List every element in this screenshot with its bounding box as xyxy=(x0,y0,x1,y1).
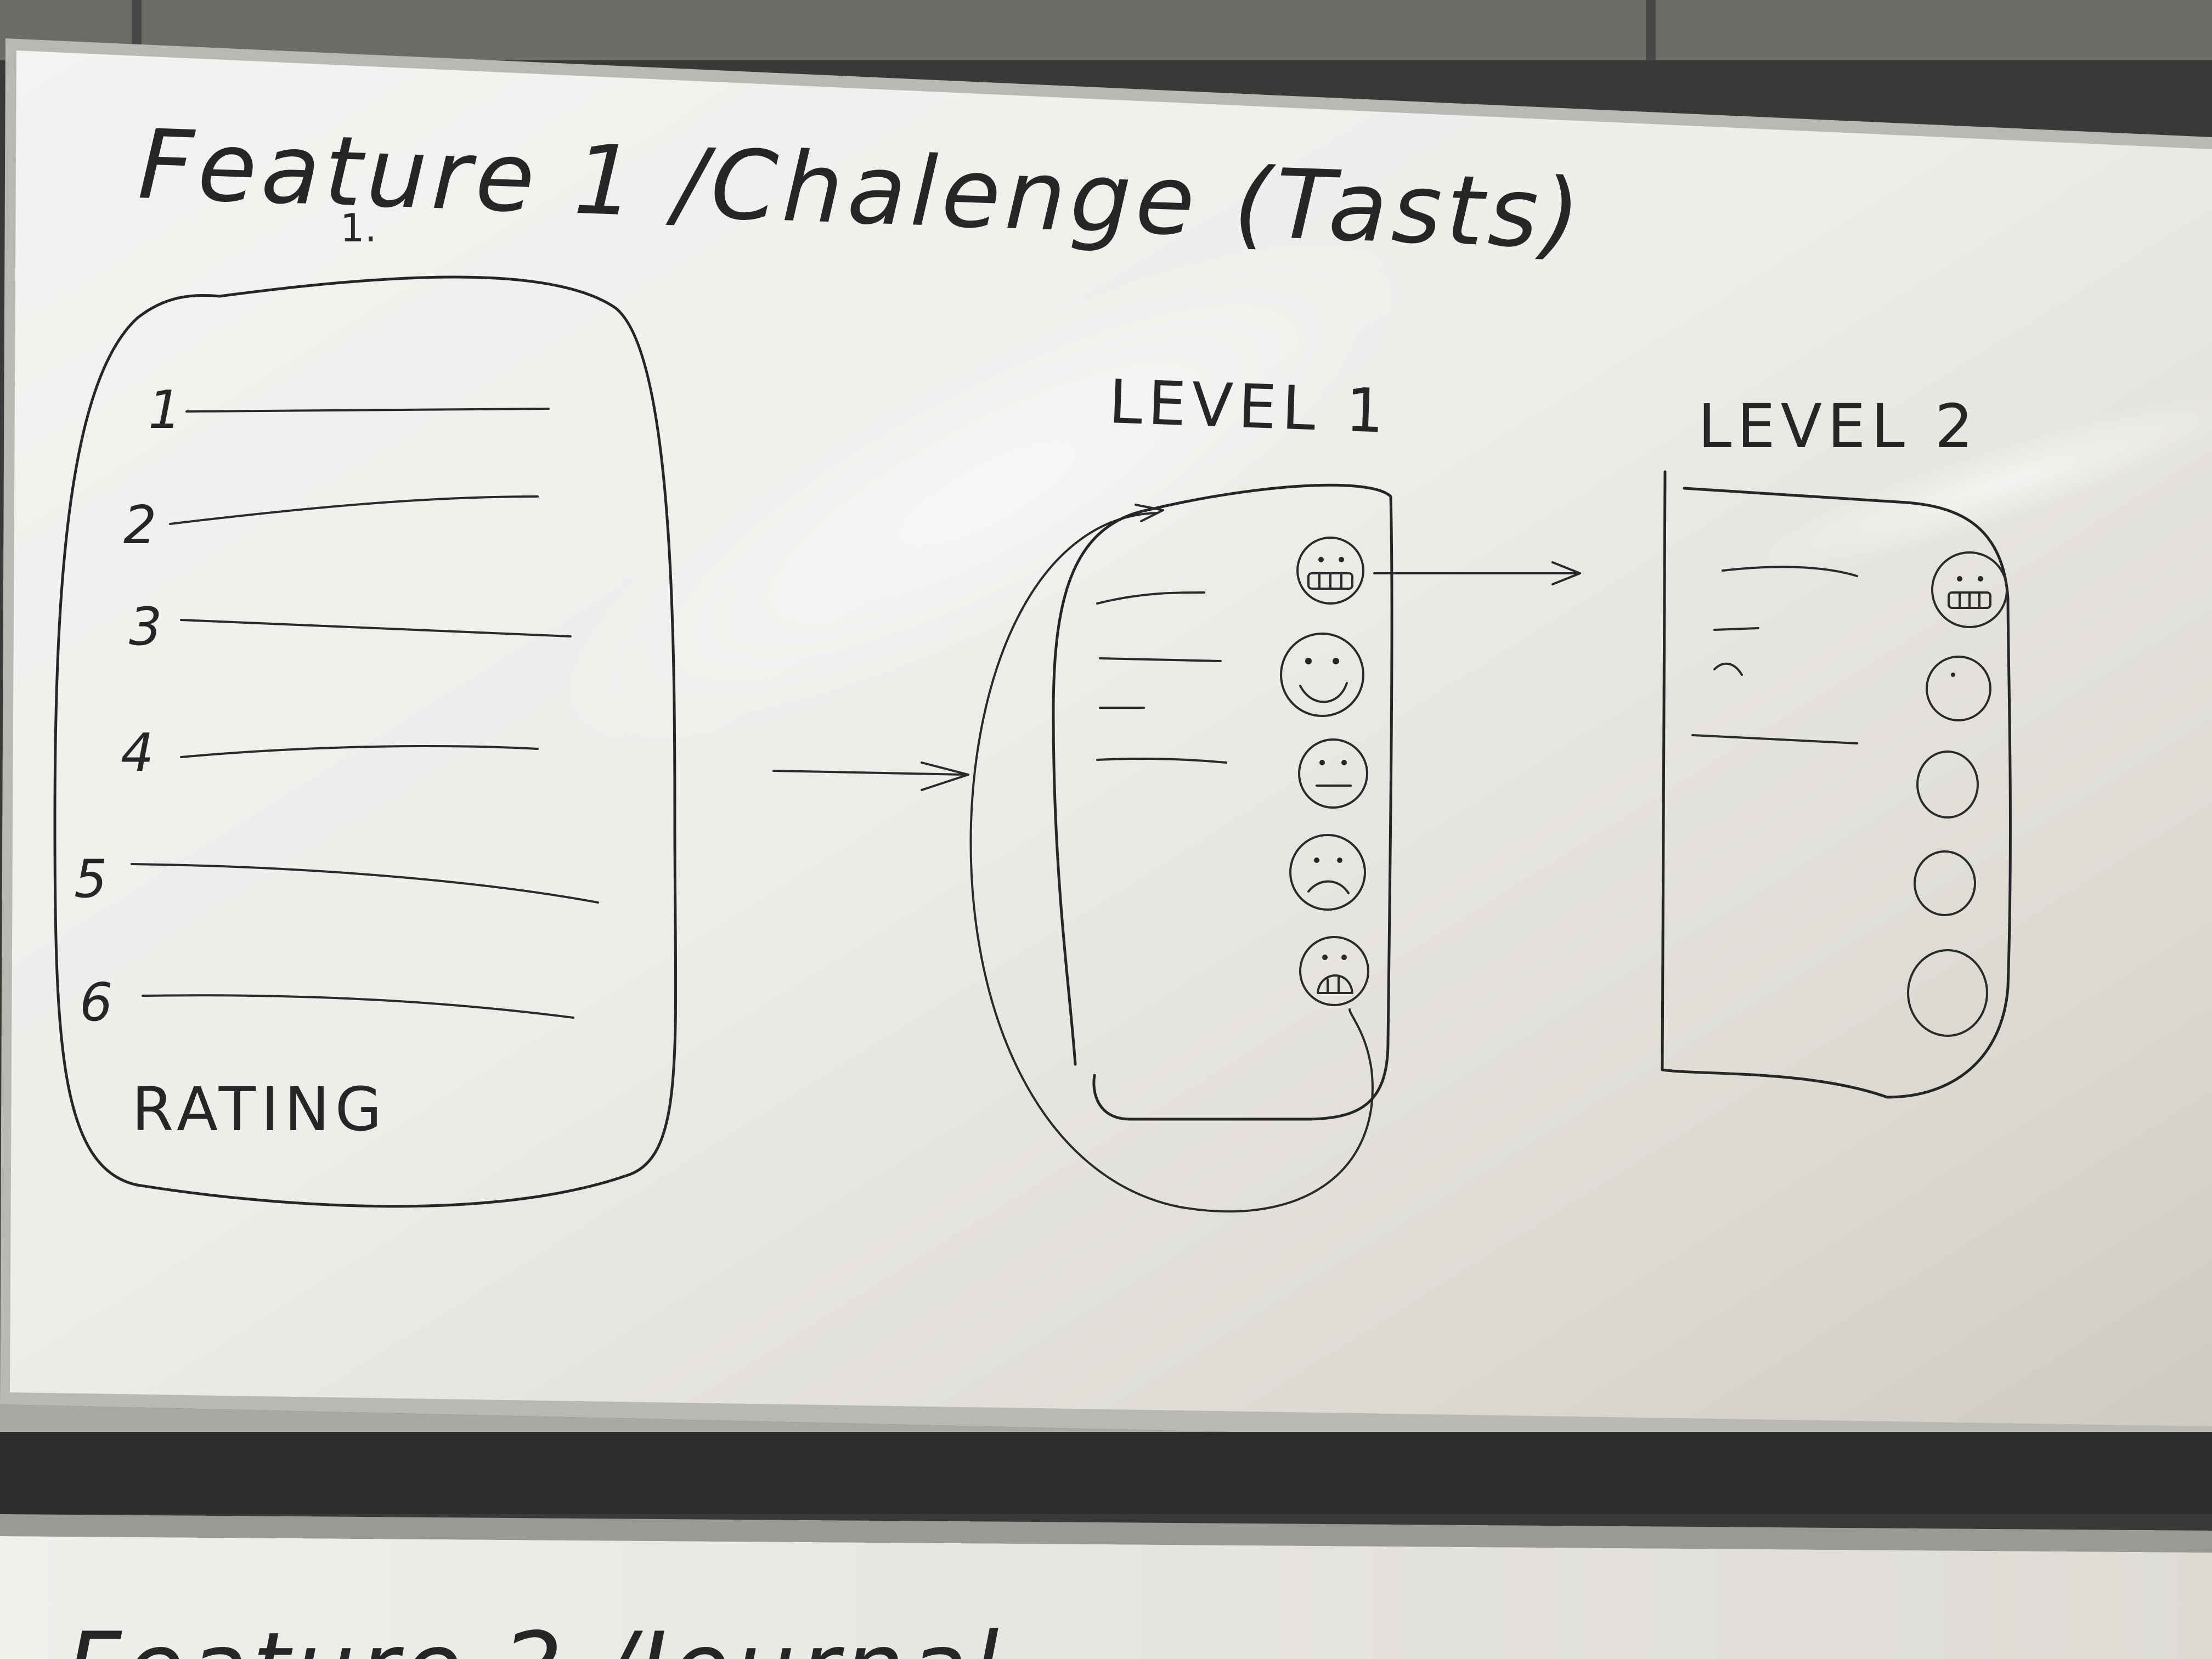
neutral-face-icon xyxy=(1298,738,1368,809)
task-line-6: 6 xyxy=(80,973,574,1033)
rail-post-left xyxy=(132,0,142,49)
arrow-to-level-2-head xyxy=(1551,561,1581,585)
task-line-2: 2 xyxy=(123,495,539,556)
grimacing-face-icon xyxy=(1299,936,1369,1006)
sad-face-icon xyxy=(1289,834,1366,911)
title-subnumber: 1. xyxy=(340,206,377,251)
smiling-face-icon xyxy=(1280,633,1364,717)
task-number-4: 4 xyxy=(121,723,154,783)
empty-circle-icon-2 xyxy=(1914,850,1976,916)
light-glare-2 xyxy=(1741,390,2212,575)
task-number-2: 2 xyxy=(123,495,156,556)
task-number-1: 1 xyxy=(148,380,181,441)
task-line-3: 3 xyxy=(129,597,572,657)
lower-board-title: Feature 2 /Journal xyxy=(66,1612,1003,1659)
lower-board-surface xyxy=(0,1536,2212,1659)
rail-post-right xyxy=(1646,0,1656,60)
arrow-to-level-1-head xyxy=(921,761,969,791)
task-line-1: 1 xyxy=(148,380,550,441)
grinning-face-icon xyxy=(1296,537,1364,605)
face-outline-icon xyxy=(1926,656,1991,721)
light-glare xyxy=(546,230,1429,758)
task-number-6: 6 xyxy=(80,973,112,1033)
board-surface xyxy=(10,50,2212,1426)
level-2-card xyxy=(1661,470,2012,1099)
grinning-face-icon-level-2 xyxy=(1931,551,2008,628)
task-list-card xyxy=(53,275,678,1208)
empty-circle-icon-3 xyxy=(1907,949,1988,1037)
task-number-3: 3 xyxy=(129,597,162,657)
empty-circle-icon-1 xyxy=(1916,751,1979,819)
upper-rail xyxy=(0,0,2212,60)
lower-board-frame xyxy=(0,1514,2212,1553)
task-line-5: 5 xyxy=(74,849,599,910)
rating-label: RATING xyxy=(132,1074,387,1144)
level-2-label: LEVEL 2 xyxy=(1698,391,1979,461)
arrow-to-level-1 xyxy=(772,770,967,776)
level-1-card xyxy=(969,483,1393,1213)
gap-dark xyxy=(0,1432,2212,1514)
task-number-5: 5 xyxy=(74,849,107,910)
task-line-4: 4 xyxy=(121,723,539,783)
level-1-label: LEVEL 1 xyxy=(1108,366,1391,447)
